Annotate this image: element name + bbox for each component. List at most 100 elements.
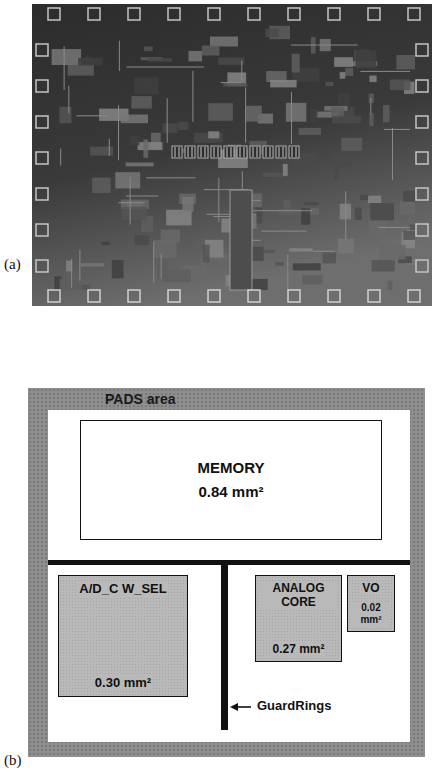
metal-trace: [384, 129, 410, 130]
block-name: A/D_C W_SEL: [78, 581, 167, 597]
circuit-block: [325, 82, 333, 86]
floorplan-block: MEMORY0.84 mm²: [80, 420, 382, 540]
circuit-block: [270, 80, 296, 88]
region-label: PADS area: [105, 391, 176, 407]
cell-line: [283, 147, 284, 157]
bond-pad: [368, 8, 380, 20]
circuit-block: [403, 231, 415, 240]
repeated-cell: [172, 146, 182, 158]
circuit-block: [112, 260, 124, 278]
bond-pad: [288, 8, 300, 20]
metal-trace: [370, 98, 371, 114]
circuit-block: [52, 49, 82, 65]
circuit-block: [355, 208, 362, 220]
area-value: 0.84 mm²: [197, 483, 264, 501]
metal-trace: [126, 196, 158, 197]
bond-pad: [36, 260, 48, 272]
cell-line: [201, 147, 202, 157]
circuit-block: [210, 37, 238, 47]
bond-pad: [208, 8, 220, 20]
circuit-block: [400, 201, 415, 215]
circuit-detail: [36, 8, 428, 302]
circuit-block: [68, 65, 94, 76]
circuit-block: [208, 103, 233, 121]
circuit-block: [372, 260, 395, 271]
cell-line: [179, 147, 180, 157]
circuit-block: [409, 224, 415, 230]
circuit-block: [189, 51, 203, 62]
bond-pad: [36, 116, 48, 128]
bond-pad: [416, 116, 428, 128]
circuit-block: [334, 164, 338, 180]
cell-line: [253, 147, 254, 157]
repeated-cell: [198, 146, 208, 158]
bond-pad: [128, 290, 140, 302]
circuit-block: [256, 206, 262, 224]
metal-trace: [360, 71, 410, 72]
circuit-block: [370, 203, 394, 220]
circuit-block: [144, 46, 153, 51]
circuit-block: [81, 263, 104, 266]
circuit-block: [126, 163, 154, 167]
circuit-block: [134, 77, 159, 94]
circuit-block: [369, 76, 376, 83]
circuit-block: [310, 109, 317, 123]
metal-trace: [392, 128, 393, 180]
metal-trace: [79, 250, 80, 281]
cell-line: [266, 147, 267, 157]
area-value: 0.30 mm²: [94, 675, 152, 691]
metal-trace: [287, 255, 288, 290]
metal-trace: [60, 149, 61, 166]
metal-trace: [77, 115, 108, 116]
circuit-block: [345, 68, 353, 76]
circuit-block: [166, 210, 192, 226]
cell-line: [227, 147, 228, 157]
metal-trace: [71, 259, 72, 288]
circuit-block: [331, 107, 344, 116]
circuit-block: [403, 191, 415, 202]
circuit-block: [356, 50, 377, 68]
leader-line: [236, 706, 251, 708]
bond-pad: [328, 290, 340, 302]
metal-trace: [192, 71, 193, 122]
bond-pad: [416, 224, 428, 236]
metal-trace: [291, 45, 358, 46]
metal-trace: [245, 87, 246, 142]
cell-line: [192, 147, 193, 157]
bond-pad: [416, 152, 428, 164]
metal-trace: [221, 82, 241, 83]
cell-line: [240, 147, 241, 157]
circuit-block: [340, 72, 346, 79]
circuit-block: [369, 219, 387, 234]
metal-trace: [64, 46, 65, 90]
block-name: ANALOG CORE: [260, 581, 337, 610]
bond-pad: [36, 44, 48, 56]
metal-trace: [161, 254, 162, 279]
circuit-block: [289, 248, 312, 251]
repeated-cell: [289, 146, 299, 158]
circuit-block: [138, 142, 163, 150]
bond-pad: [168, 290, 180, 302]
metal-trace: [153, 241, 154, 282]
bond-pad: [288, 290, 300, 302]
metal-trace: [130, 177, 131, 225]
circuit-block: [158, 260, 168, 278]
floorplan-block: ANALOG CORE0.27 mm²: [255, 575, 342, 662]
circuit-block: [390, 80, 411, 91]
circuit-block: [304, 202, 319, 205]
guard-ring: [221, 560, 228, 730]
guard-ring-label: GuardRings: [256, 698, 332, 713]
metal-trace: [68, 86, 69, 114]
bond-pad: [248, 8, 260, 20]
repeated-cell: [250, 146, 260, 158]
circuit-block: [92, 178, 110, 193]
bond-pad: [208, 290, 220, 302]
bond-pad: [36, 80, 48, 92]
circuit-block: [121, 115, 148, 124]
repeated-cell: [185, 146, 195, 158]
circuit-block: [246, 106, 262, 122]
circuit-block: [78, 58, 103, 66]
circuit-block: [178, 122, 188, 130]
bond-pad: [368, 290, 380, 302]
arrow-head: [230, 703, 238, 711]
